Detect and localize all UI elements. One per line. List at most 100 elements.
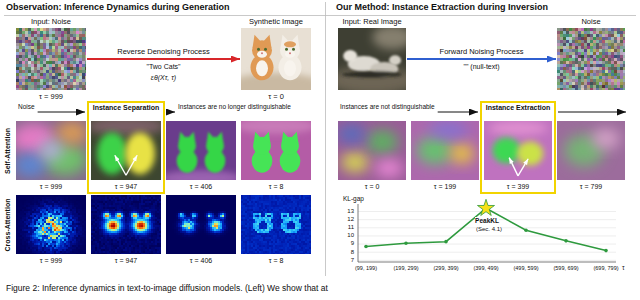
pixel — [20, 217, 22, 219]
pixel — [46, 28, 49, 31]
pixel — [58, 28, 61, 31]
pixel — [572, 34, 575, 37]
pixel — [560, 67, 563, 70]
pixel — [30, 217, 32, 219]
pixel — [58, 223, 60, 225]
pixel — [611, 85, 614, 88]
pixel — [52, 233, 54, 235]
pixel — [572, 31, 575, 34]
pixel — [43, 58, 46, 61]
pixel — [76, 209, 78, 211]
pixel — [40, 70, 43, 73]
pixel — [569, 55, 572, 58]
pixel — [599, 79, 602, 82]
pixel — [76, 225, 78, 227]
pixel — [79, 79, 82, 82]
pixel — [25, 49, 28, 52]
pixel — [40, 213, 42, 215]
pixel — [76, 203, 78, 205]
pixel — [575, 85, 578, 88]
pixel — [50, 211, 52, 213]
pixel — [617, 58, 620, 61]
pixel — [62, 215, 64, 217]
pixel — [596, 46, 599, 49]
pixel — [37, 67, 40, 70]
pixel — [32, 223, 34, 225]
pixel — [80, 219, 82, 221]
pixel — [43, 85, 46, 88]
pixel — [85, 49, 86, 52]
pixel — [18, 197, 20, 199]
pixel — [28, 31, 31, 34]
pixel — [52, 223, 54, 225]
pixel — [19, 70, 22, 73]
pixel — [22, 82, 25, 85]
pixel — [79, 34, 82, 37]
pixel — [566, 58, 569, 61]
pixel — [82, 227, 84, 229]
pixel — [16, 243, 18, 245]
pixel — [24, 199, 26, 201]
pixel — [560, 43, 563, 46]
pixel — [78, 197, 80, 199]
pixel — [569, 49, 572, 52]
pixel — [584, 61, 587, 64]
pixel — [66, 203, 68, 205]
pixel — [52, 37, 55, 40]
pixel — [38, 225, 40, 227]
pixel — [46, 58, 49, 61]
pixel — [42, 219, 44, 221]
pixel — [48, 223, 50, 225]
pixel — [26, 205, 28, 207]
pixel — [44, 211, 46, 213]
pixel — [26, 201, 28, 203]
pixel — [52, 64, 55, 67]
pixel — [72, 217, 74, 219]
pixel — [78, 215, 80, 217]
pixel — [22, 52, 25, 55]
pixel — [82, 28, 85, 31]
pixel — [56, 243, 58, 245]
pixel — [22, 209, 24, 211]
pixel — [82, 203, 84, 205]
pixel — [80, 201, 82, 203]
pixel — [55, 28, 58, 31]
pixel — [42, 215, 44, 217]
pixel — [52, 28, 55, 31]
pixel — [55, 46, 58, 49]
pixel — [58, 76, 61, 79]
pixel — [24, 219, 26, 221]
pixel — [34, 235, 36, 237]
pixel — [60, 237, 62, 239]
pixel — [605, 55, 608, 58]
pixel — [68, 219, 70, 221]
pixel — [76, 55, 79, 58]
pixel — [80, 229, 82, 231]
pixel — [66, 213, 68, 215]
pixel — [67, 49, 70, 52]
pixel — [74, 229, 76, 231]
pixel — [58, 73, 61, 76]
pixel — [569, 61, 572, 64]
pixel — [46, 197, 48, 199]
pixel — [58, 245, 60, 247]
pixel — [66, 229, 68, 231]
pixel — [42, 243, 44, 245]
heat-pixels — [16, 195, 86, 254]
pixel — [74, 231, 76, 233]
pixel — [76, 211, 78, 213]
pixel — [50, 215, 52, 217]
pixel — [67, 88, 70, 90]
pixel — [74, 239, 76, 241]
pixel — [44, 231, 46, 233]
pixel — [70, 219, 72, 221]
pixel — [82, 61, 85, 64]
pixel — [60, 245, 62, 247]
pixel — [74, 213, 76, 215]
pixel — [84, 241, 86, 243]
pixel — [62, 209, 64, 211]
pixel — [623, 88, 625, 90]
pixel — [32, 219, 34, 221]
pixel — [620, 52, 623, 55]
